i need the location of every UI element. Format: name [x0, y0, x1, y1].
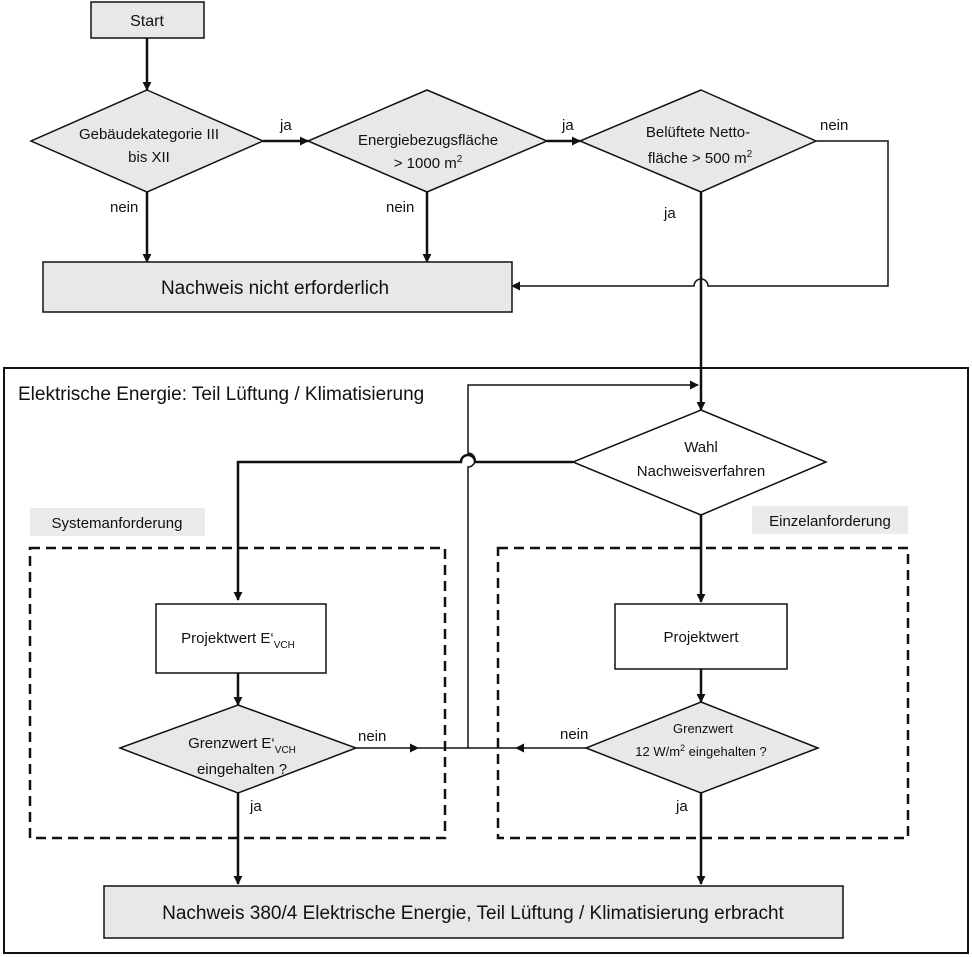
decision-belueftete-line1: Belüftete Netto- — [646, 124, 750, 141]
group-frame-einzel — [496, 546, 910, 840]
decision-gebaeude-line2: bis XII — [128, 149, 170, 166]
decision-energie-line2: > 1000 m2 — [394, 154, 463, 172]
decision-wahl-line2: Nachweisverfahren — [637, 463, 765, 480]
node-start-label: Start — [130, 13, 164, 30]
edge-belueftete-nein — [511, 140, 889, 291]
label-nein-belueftete: nein — [820, 117, 848, 134]
decision-grenzwert-system — [117, 704, 359, 794]
section-frame — [3, 367, 969, 954]
label-ja-grenz-system: ja — [249, 798, 262, 815]
section-title: Elektrische Energie: Teil Lüftung / Klim… — [18, 384, 424, 405]
node-start — [90, 1, 205, 39]
node-projektwert-einzel — [614, 603, 788, 670]
decision-grenzwert-system-line2: eingehalten ? — [197, 761, 287, 778]
label-ja-gebaeude: ja — [279, 117, 292, 134]
decision-energie — [306, 89, 549, 193]
decision-grenzwert-einzel-line1: Grenzwert — [673, 721, 733, 736]
edge-wahl-system — [233, 453, 573, 601]
label-nein-gebaeude: nein — [110, 199, 138, 216]
decision-wahl — [571, 409, 828, 516]
group-label-system: Systemanforderung — [52, 515, 183, 532]
node-nicht-erforderlich — [42, 261, 513, 313]
decision-belueftete-line2: fläche > 500 m2 — [648, 149, 753, 167]
label-nein-grenz-einzel: nein — [560, 726, 588, 743]
node-projektwert-system — [155, 603, 327, 674]
label-ja-grenz-einzel: ja — [675, 798, 688, 815]
decision-gebaeude-line1: Gebäudekategorie III — [79, 126, 219, 143]
group-label-einzel-bg — [752, 506, 908, 534]
decision-grenzwert-system-line1: Grenzwert E‘VCH — [188, 735, 296, 756]
decision-gebaeude — [29, 89, 265, 193]
node-erbracht — [103, 885, 844, 939]
node-nicht-erforderlich-label: Nachweis nicht erforderlich — [161, 278, 389, 299]
decision-belueftete — [578, 89, 818, 193]
node-projektwert-einzel-label: Projektwert — [663, 629, 739, 646]
label-nein-grenz-system: nein — [358, 728, 386, 745]
group-label-einzel: Einzelanforderung — [769, 513, 891, 530]
decision-wahl-line1: Wahl — [684, 439, 718, 456]
label-ja-energie: ja — [561, 117, 574, 134]
node-erbracht-label: Nachweis 380/4 Elektrische Energie, Teil… — [162, 903, 784, 924]
label-nein-energie: nein — [386, 199, 414, 216]
label-ja-belueftete: ja — [663, 205, 676, 222]
decision-grenzwert-einzel-line2: 12 W/m2 eingehalten ? — [635, 743, 767, 759]
decision-energie-line1: Energiebezugsfläche — [358, 132, 498, 149]
node-projektwert-system-label: Projektwert E‘VCH — [181, 630, 295, 651]
group-label-system-bg — [30, 508, 205, 536]
decision-grenzwert-einzel — [583, 701, 821, 794]
